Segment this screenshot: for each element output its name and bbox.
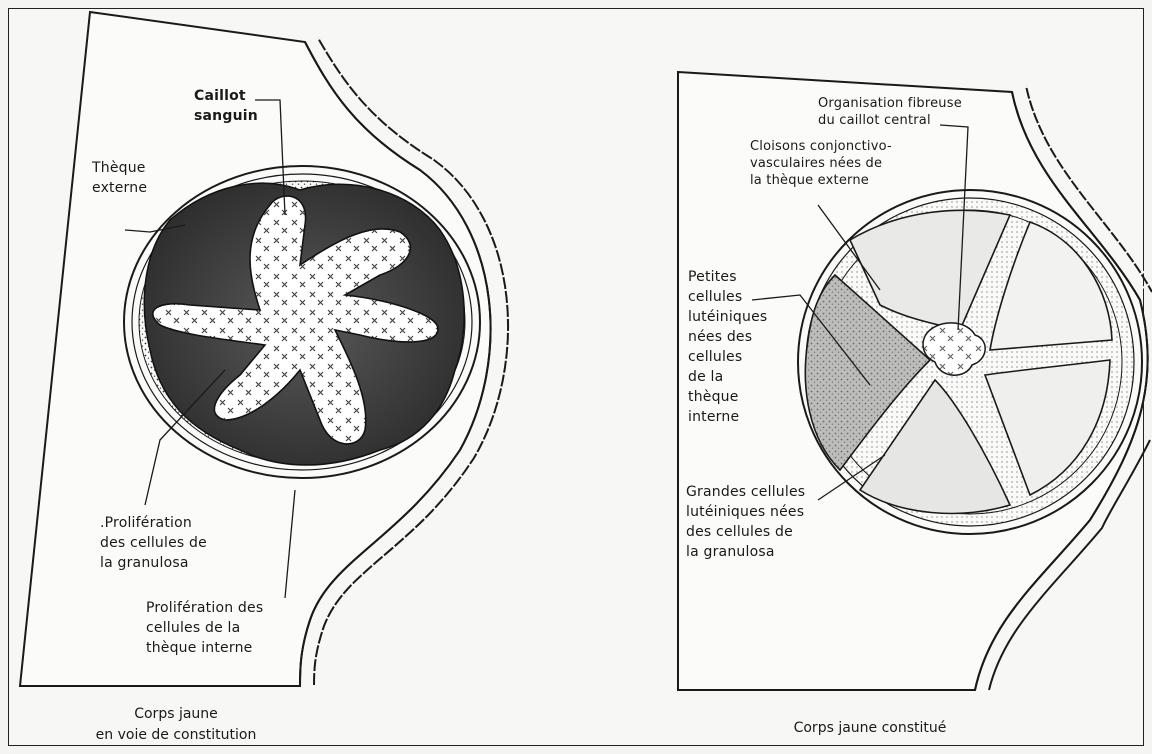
label-proliferation-theque: Prolifération des cellules de la thèque … [146, 598, 263, 658]
left-corpus-luteum [124, 166, 480, 478]
label-organisation-fibreuse: Organisation fibreuse du caillot central [818, 95, 962, 129]
caption-right: Corps jaune constitué [740, 718, 1000, 739]
label-theque-externe: Thèque externe [92, 158, 147, 198]
label-cloisons: Cloisons conjonctivo- vasculaires nées d… [750, 138, 892, 189]
label-petites-cellules: Petites cellules lutéiniques nées des ce… [688, 267, 767, 427]
right-corpus-luteum [798, 190, 1142, 534]
caption-left: Corps jaune en voie de constitution [46, 704, 306, 746]
label-proliferation-granulosa: .Prolifération des cellules de la granul… [100, 513, 207, 573]
label-caillot-sanguin: Caillot sanguin [194, 86, 258, 126]
label-grandes-cellules: Grandes cellules lutéiniques nées des ce… [686, 482, 805, 562]
